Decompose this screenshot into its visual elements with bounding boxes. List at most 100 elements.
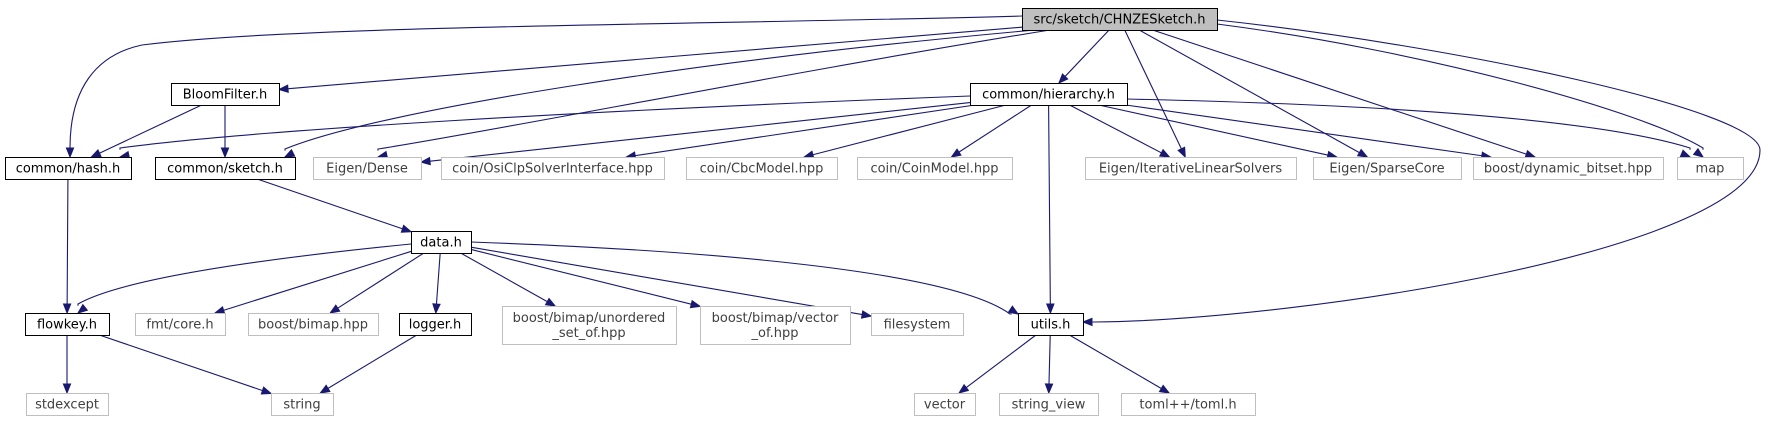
node-label: Eigen/IterativeLinearSolvers [1099, 162, 1283, 177]
node-box [999, 393, 1099, 416]
edge-hier-to-utils [1045, 104, 1055, 315]
node-label: filesystem [884, 318, 951, 333]
node-box [171, 83, 280, 106]
edge-line [470, 241, 1012, 315]
arrowhead [62, 303, 72, 315]
arrowhead [76, 303, 89, 314]
node-box [271, 393, 334, 416]
edge-hier-to-coinm [950, 104, 1032, 158]
arrowhead [62, 383, 72, 395]
node-dynb: boost/dynamic_bitset.hpp [1473, 157, 1664, 180]
node-box [970, 83, 1128, 106]
arrowhead [329, 304, 341, 314]
node-hash[interactable]: common/hash.h [5, 157, 132, 180]
node-bloom[interactable]: BloomFilter.h [171, 83, 280, 106]
node-label: boost/dynamic_bitset.hpp [1484, 162, 1652, 177]
node-box [248, 313, 379, 336]
node-box [1473, 157, 1664, 180]
node-sparse: Eigen/SparseCore [1313, 157, 1462, 180]
node-box [1018, 313, 1084, 336]
edge-data-to-unord [460, 252, 557, 307]
node-fs: filesystem [871, 313, 964, 336]
node-box [871, 313, 964, 336]
node-label: boost/bimap.hpp [258, 318, 368, 333]
node-flowkey[interactable]: flowkey.h [25, 313, 110, 336]
arrowhead [283, 148, 296, 158]
edge-line [326, 334, 417, 390]
edge-line [98, 104, 202, 155]
edge-root-to-map [1216, 23, 1705, 158]
node-label: _set_of.hpp [551, 326, 625, 341]
edge-line [965, 334, 1037, 389]
arrowhead [220, 147, 230, 159]
node-hier[interactable]: common/hierarchy.h [970, 83, 1128, 106]
edge-line [1064, 29, 1110, 78]
node-csketch[interactable]: common/sketch.h [155, 157, 296, 180]
node-label: Eigen/Dense [326, 162, 408, 177]
edge-data-to-utils [470, 241, 1020, 315]
edge-hier-to-map [1126, 98, 1692, 158]
node-label: src/sketch/CHNZESketch.h [1034, 13, 1206, 28]
edge-data-to-bimap [329, 252, 425, 314]
edge-csketch-to-data [256, 178, 413, 233]
edge-line [428, 101, 971, 162]
node-data[interactable]: data.h [411, 231, 472, 254]
edge-line [77, 243, 412, 306]
node-box [1677, 157, 1744, 180]
node-label: stdexcept [35, 398, 99, 413]
node-string: string [271, 393, 334, 416]
edge-root-to-utils [1081, 19, 1761, 327]
node-box [155, 157, 296, 180]
node-label: string_view [1012, 398, 1086, 413]
node-stdex: stdexcept [26, 393, 109, 416]
edge-line [1126, 98, 1691, 150]
arrowhead [958, 383, 970, 394]
edge-hier-to-dense [419, 101, 971, 166]
edge-root-to-sparse [1138, 29, 1369, 158]
node-label: coin/CoinModel.hpp [870, 162, 998, 177]
node-utils[interactable]: utils.h [1018, 313, 1084, 336]
node-map: map [1677, 157, 1744, 180]
node-box [1121, 393, 1256, 416]
edge-data-to-fs [470, 246, 873, 319]
node-logger[interactable]: logger.h [399, 313, 472, 336]
edge-hier-to-sparse [1098, 104, 1338, 160]
edge-hier-to-hash [118, 95, 971, 160]
node-label: string [283, 398, 320, 413]
node-label: toml++/toml.h [1139, 398, 1236, 413]
edge-line [1098, 104, 1329, 156]
node-label: common/hash.h [16, 162, 121, 177]
node-box [686, 157, 838, 180]
node-label: boost/bimap/unordered [513, 311, 666, 326]
node-box [411, 231, 472, 254]
node-box [1313, 157, 1462, 180]
node-box [1022, 8, 1218, 31]
arrowhead [544, 297, 557, 307]
edge-line [99, 334, 264, 392]
node-osi: coin/OsiClpSolverInterface.hpp [441, 157, 665, 180]
edge-line [470, 246, 864, 316]
arrowhead [1356, 148, 1369, 158]
node-coinm: coin/CoinModel.hpp [857, 157, 1013, 180]
edge-bloom-to-csketch [220, 105, 230, 159]
arrowhead [950, 148, 962, 158]
node-label: logger.h [409, 318, 462, 333]
edge-line [634, 104, 975, 157]
arrowhead [90, 149, 102, 158]
edge-line [284, 29, 1036, 151]
arrowhead [213, 306, 226, 315]
arrowhead [1081, 317, 1093, 327]
node-fmt: fmt/core.h [135, 313, 226, 336]
edge-line [336, 252, 425, 310]
node-label: vector [924, 398, 966, 413]
node-label: common/hierarchy.h [982, 88, 1115, 103]
arrowhead [1524, 149, 1537, 159]
arrowhead [432, 303, 441, 315]
node-box [700, 306, 851, 345]
edge-data-to-fmt [213, 250, 412, 315]
edge-data-to-vecof [470, 248, 702, 309]
arrowhead [1044, 383, 1054, 395]
node-box [135, 313, 226, 336]
edge-line [957, 104, 1032, 154]
